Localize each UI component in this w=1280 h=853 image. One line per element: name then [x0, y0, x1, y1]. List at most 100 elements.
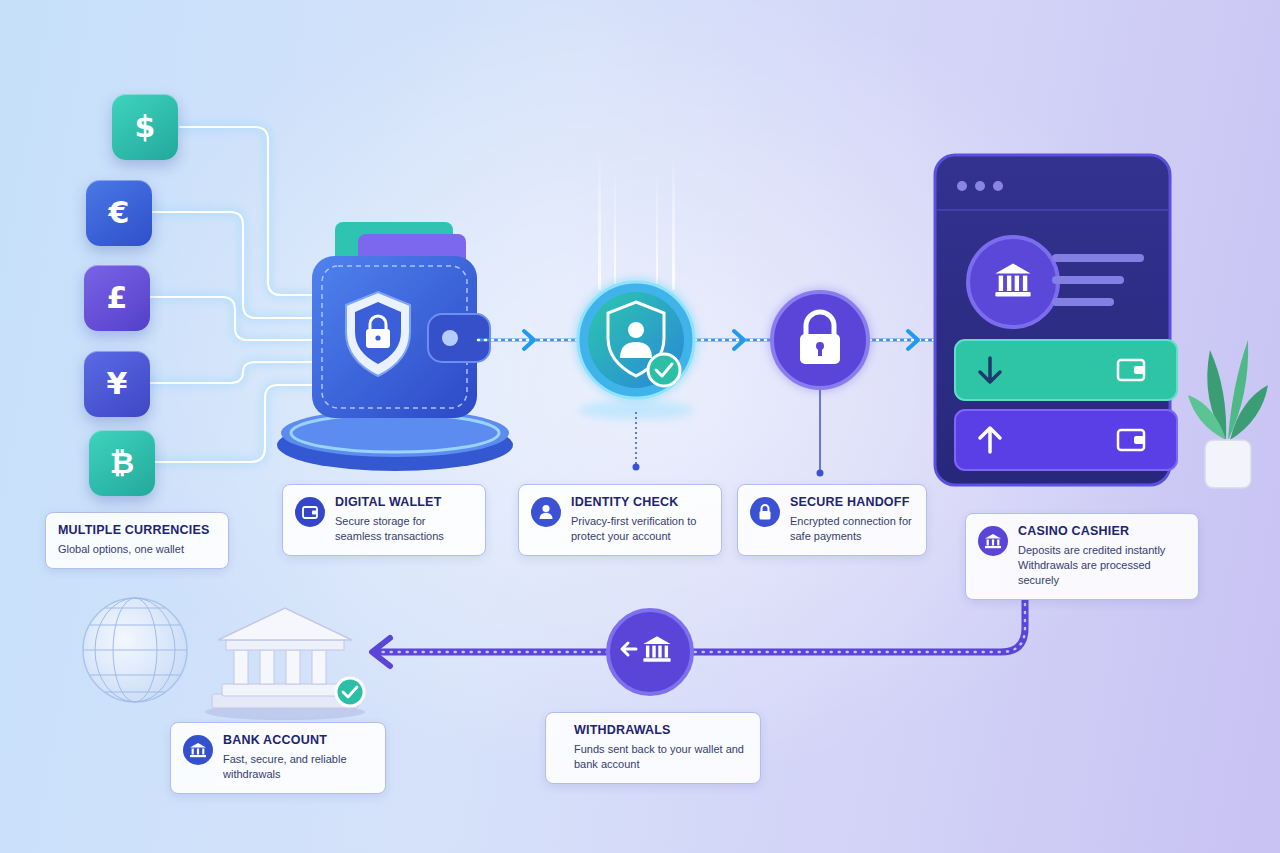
wallet-illustration-part [291, 414, 499, 452]
caption-body: Secure storage for seamless transactions [335, 514, 473, 544]
globe-part-part [83, 608, 187, 692]
currency-wires-part-part [150, 362, 312, 383]
cashier-window-part [955, 340, 1177, 400]
cashier-window-part [1052, 298, 1114, 306]
currency-tile: ₿ [89, 430, 155, 496]
caption-heading: IDENTITY CHECK [571, 495, 709, 511]
lock-illustration [768, 288, 872, 477]
cashier-window-part [993, 181, 1003, 191]
icon-glyph-part [192, 749, 194, 755]
currency-tile: £ [84, 265, 150, 331]
caption-body: Encrypted connection for safe payments [790, 514, 914, 544]
icon-glyph-part [190, 743, 206, 748]
withdrawal-line [372, 600, 1025, 666]
withdrawal-line-part [372, 638, 390, 666]
identity-illustration-part [614, 170, 616, 290]
cashier-window-part [975, 181, 985, 191]
currency-wires-part [150, 127, 312, 462]
withdrawal-line-part [376, 600, 1025, 652]
lock-illustration-part [818, 347, 822, 356]
cashier-window-part [1134, 436, 1144, 444]
cashier-window-part [955, 410, 1177, 470]
bank-building-part [286, 650, 300, 684]
icon-glyph-part [985, 534, 1001, 539]
identity-illustration-part [633, 464, 640, 471]
identity-illustration-part [628, 322, 644, 338]
currency-wires [150, 127, 312, 462]
withdrawal-icon [608, 610, 692, 694]
identity-illustration-part [648, 354, 680, 386]
caption-box: WITHDRAWALSFunds sent back to your walle… [545, 712, 761, 784]
caption-body: Deposits are credited instantly Withdraw… [1018, 543, 1186, 589]
flow-line-part [908, 331, 918, 349]
icon-glyph [978, 526, 1008, 556]
cashier-window-part [1118, 430, 1144, 450]
icon-glyph-part [760, 511, 771, 520]
bank-building-part [343, 687, 357, 697]
lock-illustration-part [772, 292, 868, 388]
icon-glyph-part [190, 755, 206, 757]
wallet-illustration-part [322, 266, 467, 408]
icon-glyph-part [762, 505, 769, 511]
identity-illustration-part [588, 292, 684, 388]
lock-illustration-part [806, 312, 834, 336]
caption-heading: WITHDRAWALS [574, 723, 748, 739]
flow-line-part [734, 331, 744, 349]
icon-glyph-part [997, 540, 999, 546]
wallet-illustration-part [375, 335, 380, 340]
plant [1188, 340, 1268, 488]
caption-box: BANK ACCOUNT Fast, secure, and reliable w… [170, 722, 386, 794]
icon-glyph-part [992, 540, 994, 546]
icon-glyph-part [202, 749, 204, 755]
currency-symbol: £ [107, 283, 128, 313]
caption-icon [750, 497, 780, 527]
withdrawal-icon-part [622, 643, 636, 655]
icon-glyph-part [540, 513, 553, 519]
cashier-window-part [980, 358, 1000, 382]
icon-glyph-part [312, 511, 317, 515]
caption-box: CASINO CASHIER Deposits are credited inst… [965, 513, 1199, 600]
icon-glyph [531, 497, 561, 527]
lock-illustration-part [817, 470, 824, 477]
icon-glyph-part [303, 507, 317, 518]
currency-tile: $ [112, 94, 178, 160]
withdrawal-icon-part [608, 610, 692, 694]
bank-building-part [222, 684, 348, 696]
currency-symbol: $ [135, 112, 156, 142]
cashier-window-part [980, 428, 1000, 452]
currency-symbol: € [109, 198, 130, 228]
icon-glyph [750, 497, 780, 527]
cashier-window-part [968, 237, 1058, 327]
globe-part [83, 598, 187, 702]
identity-illustration-part [578, 282, 694, 398]
caption-box: MULTIPLE CURRENCIESGlobal options, one w… [45, 512, 229, 569]
bank-building-part [260, 650, 274, 684]
withdrawal-icon-part [643, 636, 670, 662]
cashier-window-part [936, 209, 1169, 211]
bank-building-part [312, 650, 326, 684]
identity-illustration-part [574, 278, 698, 402]
plant-part [1188, 395, 1226, 440]
plant-part [1205, 440, 1251, 488]
icon-glyph-part [197, 749, 199, 755]
globe [83, 598, 187, 702]
cashier-window-part [1052, 276, 1124, 284]
cashier-window-part [957, 181, 967, 191]
identity-illustration-part [656, 170, 658, 290]
plant-part [1230, 385, 1268, 440]
caption-body: Fast, secure, and reliable withdrawals [223, 752, 373, 782]
cashier-window-part [995, 264, 1030, 297]
caption-box: DIGITAL WALLET Secure storage for seamles… [282, 484, 486, 556]
wallet-illustration-part [370, 316, 386, 330]
caption-heading: SECURE HANDOFF [790, 495, 914, 511]
caption-heading: BANK ACCOUNT [223, 733, 373, 749]
withdrawal-line-part [380, 604, 1025, 652]
caption-heading: CASINO CASHIER [1018, 524, 1186, 540]
cashier-window-part [1134, 366, 1144, 374]
caption-heading: DIGITAL WALLET [335, 495, 473, 511]
currency-symbol: ₿ [110, 448, 134, 478]
wallet-illustration-part [442, 330, 458, 346]
identity-illustration-part [672, 150, 675, 290]
wallet-illustration-part [312, 256, 477, 418]
